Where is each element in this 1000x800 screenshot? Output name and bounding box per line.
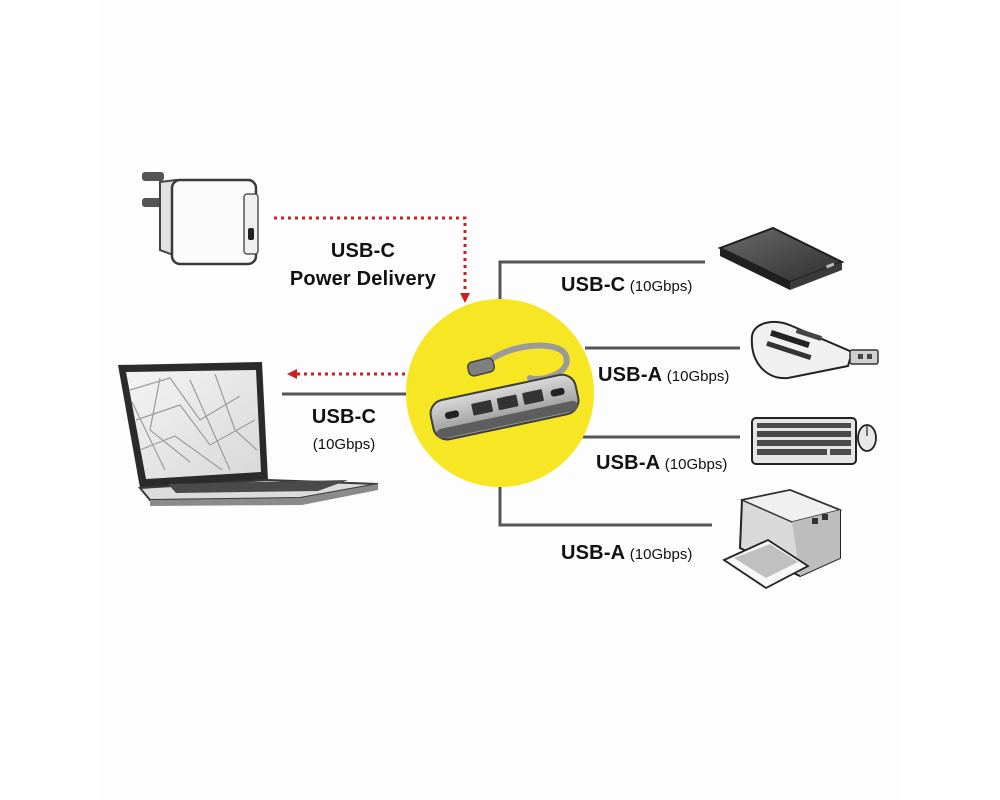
port-speed: (10Gbps) [666,368,730,385]
laptop-icon [118,362,379,506]
power-flow-arrows [274,216,470,379]
host-port-label: USB-C (10Gbps) [294,404,394,458]
connector-lines [282,260,740,527]
port-type: USB-A [596,452,661,474]
usb-c-hub-icon [429,373,580,441]
port-speed: (10Gbps) [629,546,693,563]
port-type: USB-C [561,274,626,296]
power-delivery-text: Power Delivery [289,268,437,290]
port-speed: (10Gbps) [629,278,693,295]
hub-group [406,299,594,487]
power-adapter-icon [142,172,259,266]
output-label-card-reader: USB-A (10Gbps) [598,364,729,387]
host-port-type: USB-C [311,406,377,428]
port-type: USB-A [598,364,663,386]
card-reader-icon [750,320,879,380]
port-speed: (10Gbps) [664,456,728,473]
host-port-speed: (10Gbps) [312,436,376,453]
power-delivery-label: USB-C Power Delivery [278,238,448,294]
output-label-ssd: USB-C (10Gbps) [561,274,692,297]
line-to-printer [498,482,712,527]
keyboard-icon [751,417,857,465]
power-port-label: USB-C [330,240,396,262]
output-label-printer: USB-A (10Gbps) [561,542,692,565]
line-to-ssd [498,260,705,300]
external-ssd-icon [717,226,845,290]
power-arrow-to-hub [274,216,470,303]
printer-icon [722,488,843,590]
usb-c-plug [467,357,495,377]
mouse-icon [857,424,877,452]
output-label-keyboard: USB-A (10Gbps) [596,452,727,475]
port-type: USB-A [561,542,626,564]
